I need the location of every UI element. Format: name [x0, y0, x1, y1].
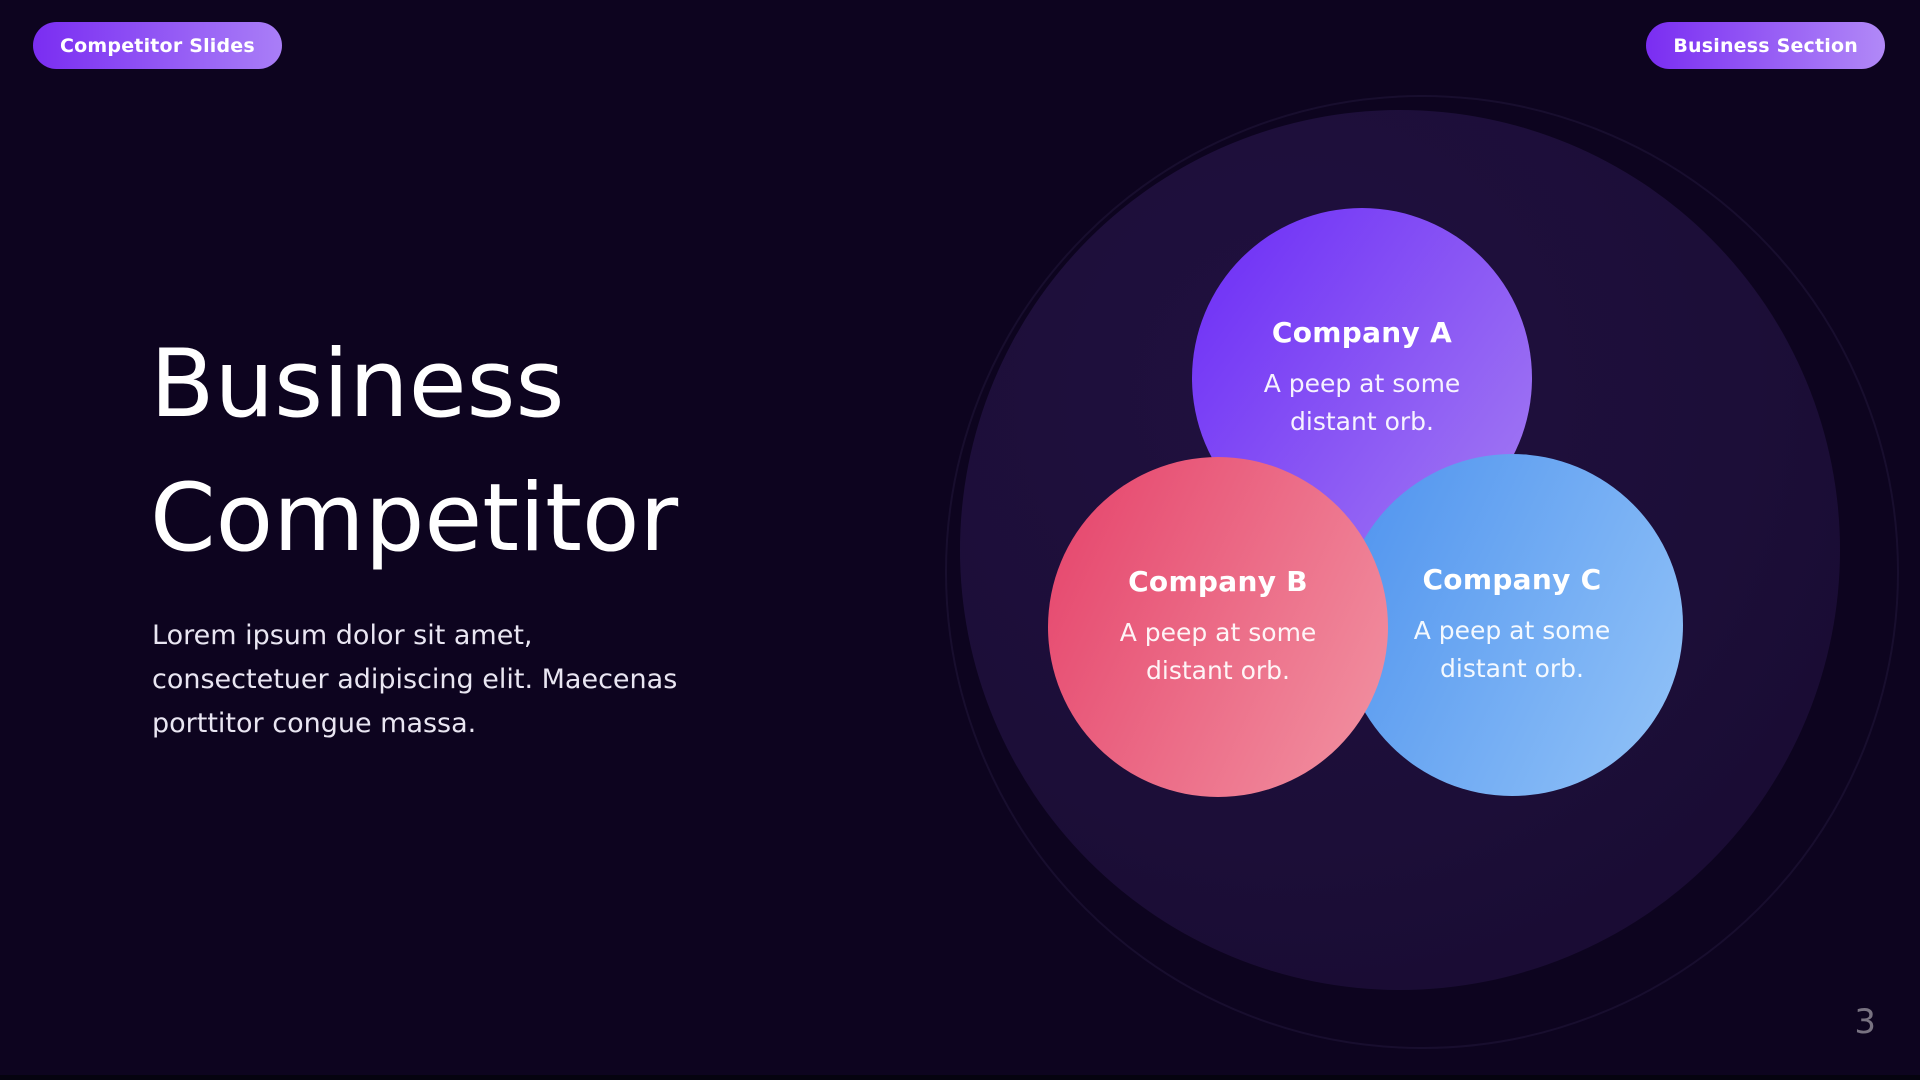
- page-number: 3: [1854, 1002, 1876, 1042]
- company-b-caption: A peep at some distant orb.: [1119, 617, 1317, 685]
- company-a-caption: A peep at some distant orb.: [1263, 368, 1461, 436]
- company-b-label: Company B: [1128, 564, 1308, 598]
- company-c-label: Company C: [1422, 562, 1602, 596]
- venn-circle-company-b: Company B A peep at some distant orb.: [1048, 457, 1388, 797]
- company-a-label: Company A: [1271, 315, 1453, 349]
- bottom-edge-strip: [0, 1075, 1920, 1080]
- slide-description: Lorem ipsum dolor sit amet, consectetuer…: [152, 620, 678, 739]
- venn-circle-company-c: Company C A peep at some distant orb.: [1341, 454, 1683, 796]
- slide-title: Business Competitor: [150, 330, 679, 573]
- company-c-caption: A peep at some distant orb.: [1413, 615, 1611, 683]
- decorative-ring: [945, 95, 1899, 1049]
- competitor-slides-badge[interactable]: Competitor Slides: [33, 22, 282, 69]
- business-section-badge[interactable]: Business Section: [1646, 22, 1885, 69]
